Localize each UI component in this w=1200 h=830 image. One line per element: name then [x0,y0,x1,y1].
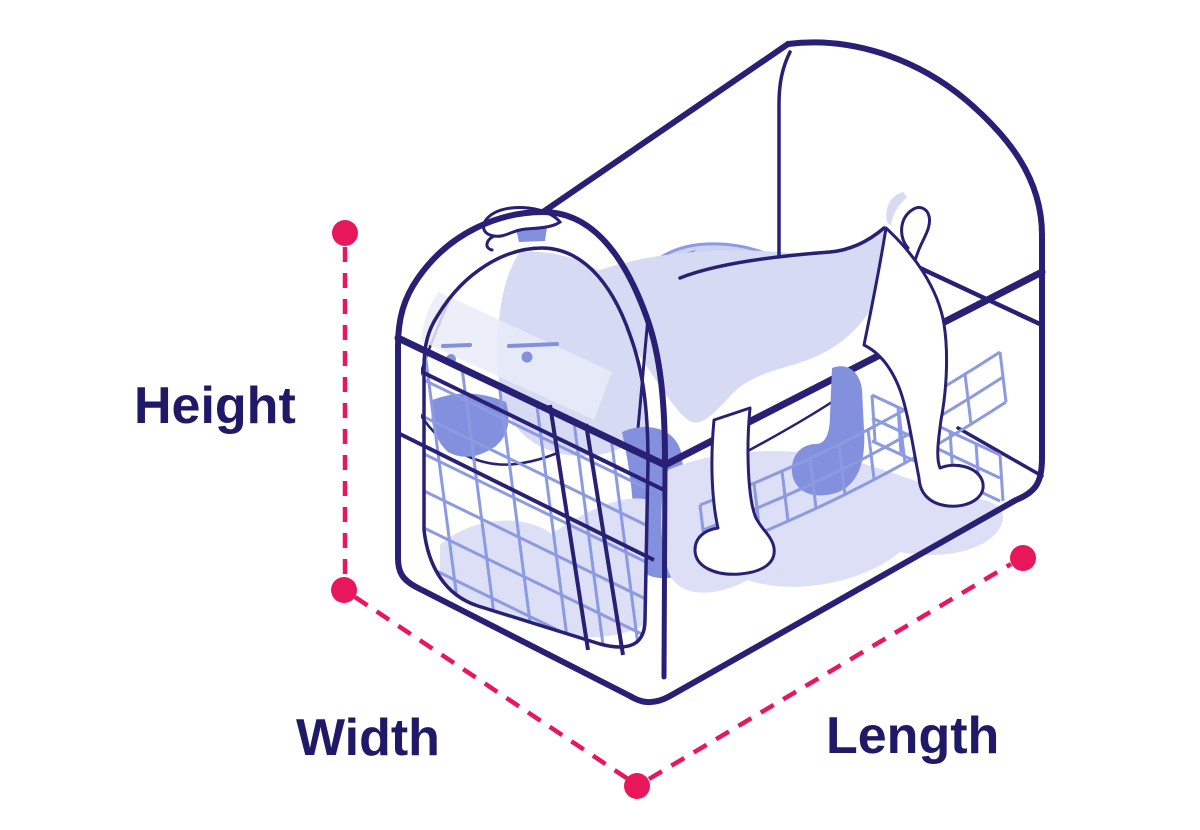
length-endpoint-dot [1010,545,1036,571]
back-arch [785,39,1045,238]
carrier-base-outline [395,232,1045,705]
dog-back-patch [575,226,890,423]
carrier-highlight-band [410,286,612,420]
rear-arch-inner-edge [777,50,792,258]
door-mesh-grid [424,345,648,647]
height-label: Height [134,377,296,435]
width-length-corner-dot [624,773,650,799]
floor-rear-corner-edge [956,426,1044,478]
dog-tail [900,206,932,272]
dimension-guides [331,220,1036,799]
length-dimension-line [647,562,1013,781]
front-right-corner-edge [661,462,668,680]
length-label: Length [826,707,1000,765]
rear-rim-edge [917,265,1045,328]
dog-eyes [441,342,559,348]
dog-hind-leg [862,226,985,508]
dog-tail-fill [886,192,907,226]
roof-ridge [540,41,791,215]
carrier-handle [482,206,563,252]
width-label: Width [296,709,440,767]
dog-eye-dot-right [521,351,533,363]
height-endpoint-top-dot [332,220,358,246]
door-frame [422,246,650,649]
width-dimension-line [353,595,630,781]
door-mesh-bars [399,370,665,656]
height-width-corner-dot [331,577,357,603]
dog-back-line [678,226,886,280]
dog-front-leg [693,406,776,576]
dog-legs [693,226,985,576]
